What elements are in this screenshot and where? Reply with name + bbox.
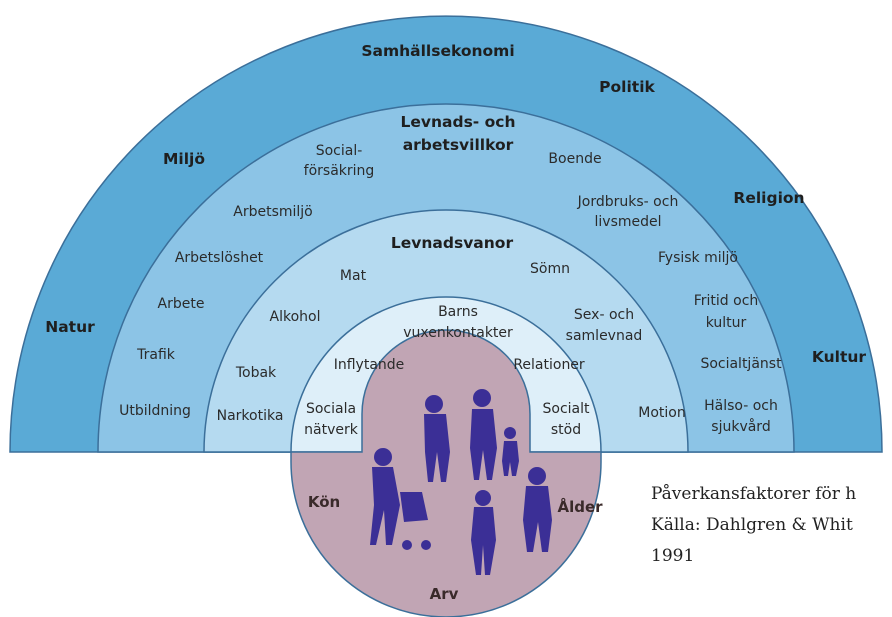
teen-silhouette bbox=[523, 467, 552, 552]
label-somn: Sömn bbox=[530, 261, 570, 277]
label-arbete: Arbete bbox=[158, 296, 205, 312]
label-forsakring: försäkring bbox=[304, 163, 375, 179]
label-relationer: Relationer bbox=[513, 357, 585, 373]
label-tobak: Tobak bbox=[235, 365, 277, 381]
label-levnads-och: Levnads- och bbox=[400, 113, 515, 131]
label-arv: Arv bbox=[430, 585, 459, 603]
girl-silhouette bbox=[471, 490, 496, 575]
label-sex-och: Sex- och bbox=[574, 307, 634, 323]
label-fritid-och: Fritid och bbox=[694, 293, 759, 309]
label-jordbruks-och: Jordbruks- och bbox=[577, 194, 679, 210]
man-silhouette bbox=[424, 395, 450, 482]
label-livsmedel: livsmedel bbox=[595, 214, 662, 230]
label-socialt: Socialt bbox=[543, 401, 591, 417]
label-boende: Boende bbox=[548, 151, 601, 167]
woman-silhouette bbox=[470, 389, 497, 480]
label-utbildning: Utbildning bbox=[119, 403, 191, 419]
label-fysisk-miljo: Fysisk miljö bbox=[658, 250, 738, 266]
label-barns: Barns bbox=[438, 304, 478, 320]
label-arbetsvillkor: arbetsvillkor bbox=[403, 136, 514, 154]
caption-line-1: Påverkansfaktorer för h bbox=[651, 484, 857, 504]
label-arbetsmiljo: Arbetsmiljö bbox=[233, 204, 313, 220]
label-halso-och: Hälso- och bbox=[704, 398, 778, 414]
label-samhallsekonomi: Samhällsekonomi bbox=[361, 42, 514, 60]
label-arbetsloshet: Arbetslöshet bbox=[175, 250, 264, 266]
label-kon: Kön bbox=[308, 493, 340, 511]
label-kultur-fritid: kultur bbox=[706, 315, 747, 331]
label-vuxenkontakter: vuxenkontakter bbox=[403, 325, 513, 341]
caption-line-2: Källa: Dahlgren & Whit bbox=[651, 515, 853, 535]
label-politik: Politik bbox=[599, 78, 655, 96]
label-alder: Ålder bbox=[557, 497, 603, 516]
label-miljo: Miljö bbox=[163, 150, 205, 168]
label-sociala: Sociala bbox=[306, 401, 356, 417]
label-religion: Religion bbox=[733, 189, 804, 207]
label-samlevnad: samlevnad bbox=[566, 328, 643, 344]
label-natverk: nätverk bbox=[304, 422, 359, 438]
label-narkotika: Narkotika bbox=[217, 408, 284, 424]
child-silhouette bbox=[502, 427, 519, 476]
caption-line-3: 1991 bbox=[651, 546, 695, 566]
label-alkohol: Alkohol bbox=[270, 309, 321, 325]
person-with-stroller-silhouette bbox=[370, 448, 431, 550]
label-mat: Mat bbox=[340, 268, 367, 284]
label-social: Social- bbox=[316, 143, 363, 159]
label-stod: stöd bbox=[551, 422, 581, 438]
label-inflytande: Inflytande bbox=[334, 357, 405, 373]
people-silhouettes bbox=[370, 389, 552, 575]
label-motion: Motion bbox=[638, 405, 685, 421]
label-levnadsvanor: Levnadsvanor bbox=[391, 234, 514, 252]
label-kultur: Kultur bbox=[812, 348, 867, 366]
label-sjukvard: sjukvård bbox=[711, 418, 770, 435]
label-natur: Natur bbox=[45, 318, 95, 336]
label-socialtjanst: Socialtjänst bbox=[700, 356, 782, 372]
label-trafik: Trafik bbox=[136, 347, 176, 363]
